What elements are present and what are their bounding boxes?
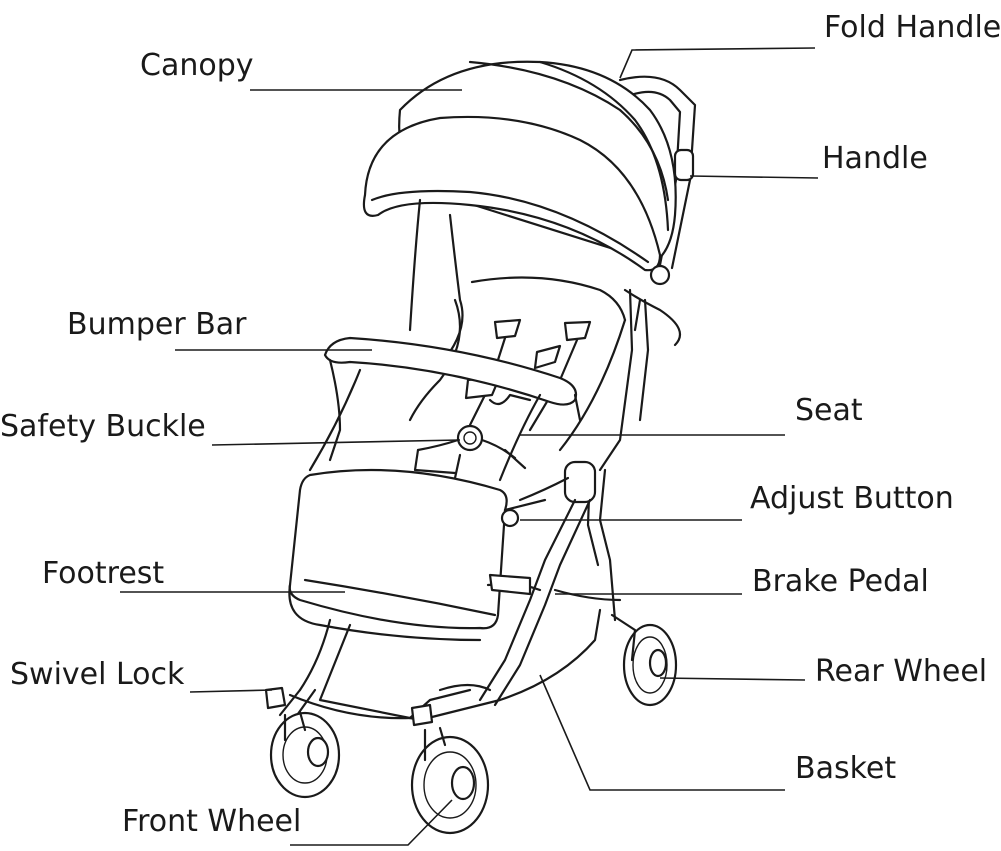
leader-front-wheel xyxy=(290,799,453,846)
labels: Fold Handle Canopy Handle Bumper Bar Sea… xyxy=(0,10,1001,839)
label-handle: Handle xyxy=(822,141,928,176)
label-fold-handle: Fold Handle xyxy=(824,10,1001,45)
rear-wheel-shape xyxy=(610,613,678,707)
label-seat: Seat xyxy=(795,393,863,428)
adjust-hub xyxy=(500,460,597,528)
canopy-shape xyxy=(362,60,677,286)
brake-pedal-shape xyxy=(488,573,532,596)
leader-swivel-lock xyxy=(189,689,273,693)
bumper-bar-shape xyxy=(323,336,578,406)
label-canopy: Canopy xyxy=(140,48,254,83)
side-frames xyxy=(308,288,650,622)
leader-lines xyxy=(120,47,819,846)
swivel-lock-shape xyxy=(264,686,287,710)
front-wheel-left xyxy=(269,710,341,799)
label-bumper-bar: Bumper Bar xyxy=(67,307,247,342)
leader-fold-handle xyxy=(619,47,816,79)
seat-shape xyxy=(408,198,682,480)
label-front-wheel: Front Wheel xyxy=(122,804,301,839)
leader-handle xyxy=(689,175,819,179)
footrest-shape xyxy=(288,468,508,642)
label-swivel-lock: Swivel Lock xyxy=(10,657,185,692)
leader-basket xyxy=(539,674,785,791)
chassis xyxy=(278,498,622,722)
leader-safety-buckle xyxy=(211,439,461,446)
label-basket: Basket xyxy=(795,751,896,786)
label-brake-pedal: Brake Pedal xyxy=(752,564,929,599)
label-rear-wheel: Rear Wheel xyxy=(815,654,987,689)
label-safety-buckle: Safety Buckle xyxy=(0,409,206,444)
handle-grip xyxy=(673,148,695,182)
stroller-illustration xyxy=(264,60,697,835)
leader-rear-wheel xyxy=(659,677,806,681)
front-wheel-right xyxy=(410,726,490,835)
buckle-shape xyxy=(456,424,484,452)
handle-tubes xyxy=(618,75,697,270)
label-adjust-button: Adjust Button xyxy=(750,481,954,516)
label-footrest: Footrest xyxy=(42,556,164,591)
